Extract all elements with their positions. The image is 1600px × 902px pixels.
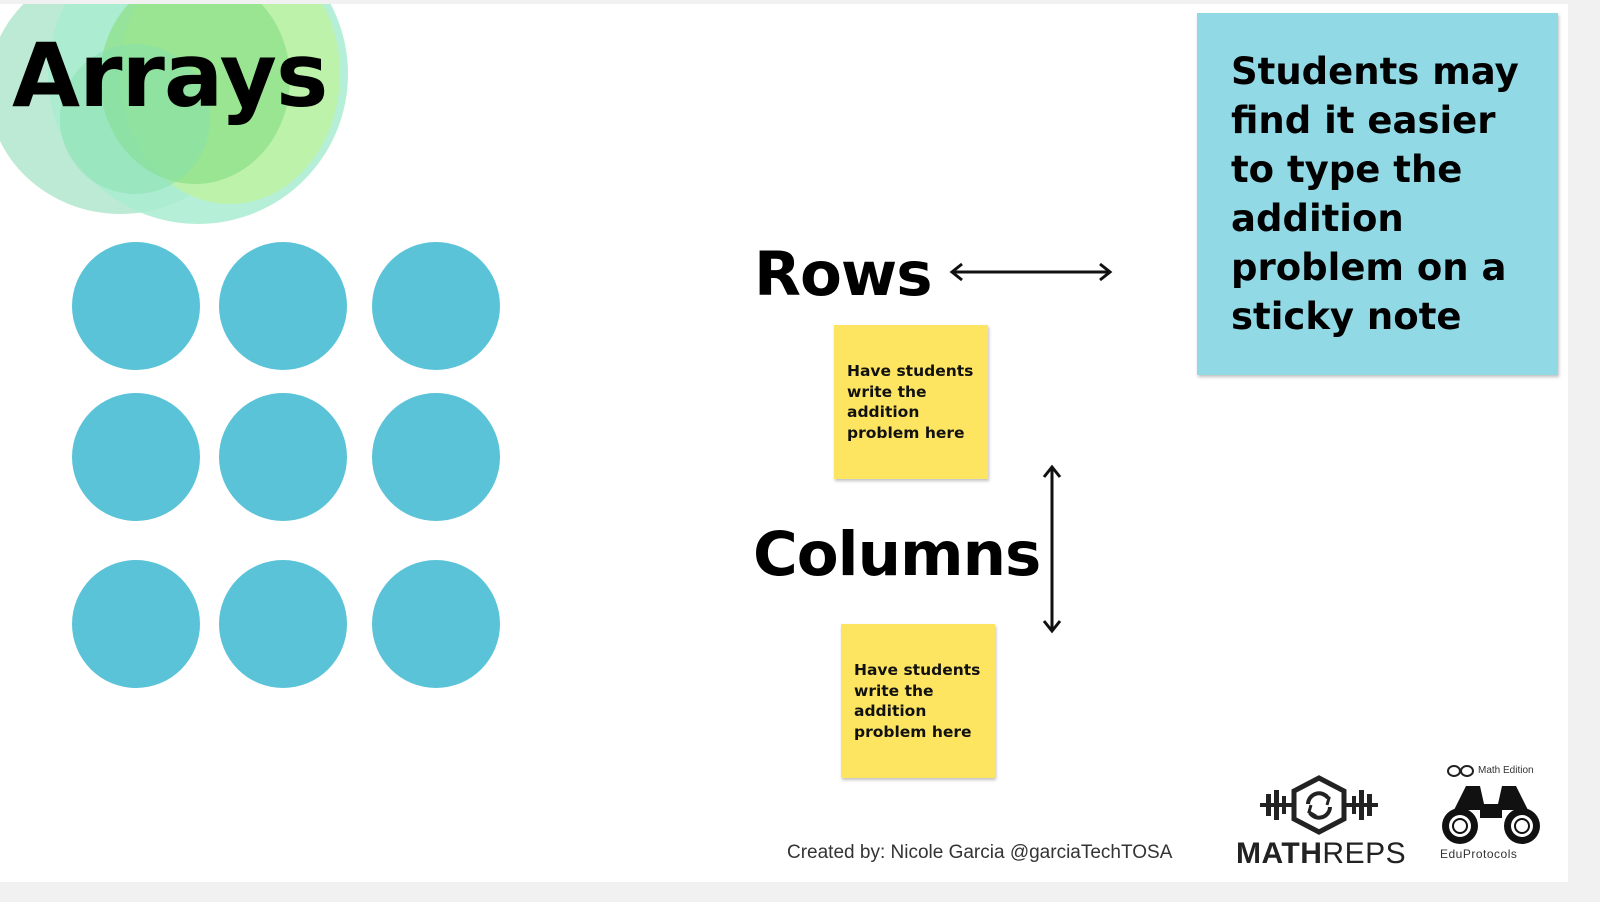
array-dot [372,242,500,370]
sticky-note-rows[interactable]: Have students write the addition problem… [834,325,988,479]
array-dot [219,393,347,521]
sticky-note-text: Have students write the addition problem… [847,362,974,442]
math-edition-text: Math Edition [1478,765,1534,776]
array-dot [72,560,200,688]
array-dot [72,393,200,521]
rows-label: Rows [754,239,933,310]
array-dot [219,560,347,688]
infinity-icon [1447,765,1474,777]
sticky-note-columns[interactable]: Have students write the addition problem… [841,624,995,778]
slide-canvas: Arrays Rows Have students write the addi… [0,4,1568,882]
columns-label: Columns [753,519,1041,590]
array-dot [219,242,347,370]
array-dot [372,560,500,688]
vertical-double-arrow-icon [1042,464,1062,634]
callout-text: Students may find it easier to type the … [1231,50,1519,338]
array-dot [72,242,200,370]
mathreps-wordmark: MATHREPS [1236,837,1407,870]
eduprotocols-wordmark: EduProtocols [1440,847,1518,861]
sticky-note-text: Have students write the addition problem… [854,661,981,741]
slide-title: Arrays [12,24,328,127]
dumbbell-hexagon-icon [1260,775,1378,835]
array-dot [372,393,500,521]
horizontal-double-arrow-icon [949,262,1113,282]
callout-note[interactable]: Students may find it easier to type the … [1197,13,1558,375]
binoculars-icon [1442,786,1540,844]
credit-text: Created by: Nicole Garcia @garciaTechTOS… [787,842,1173,863]
